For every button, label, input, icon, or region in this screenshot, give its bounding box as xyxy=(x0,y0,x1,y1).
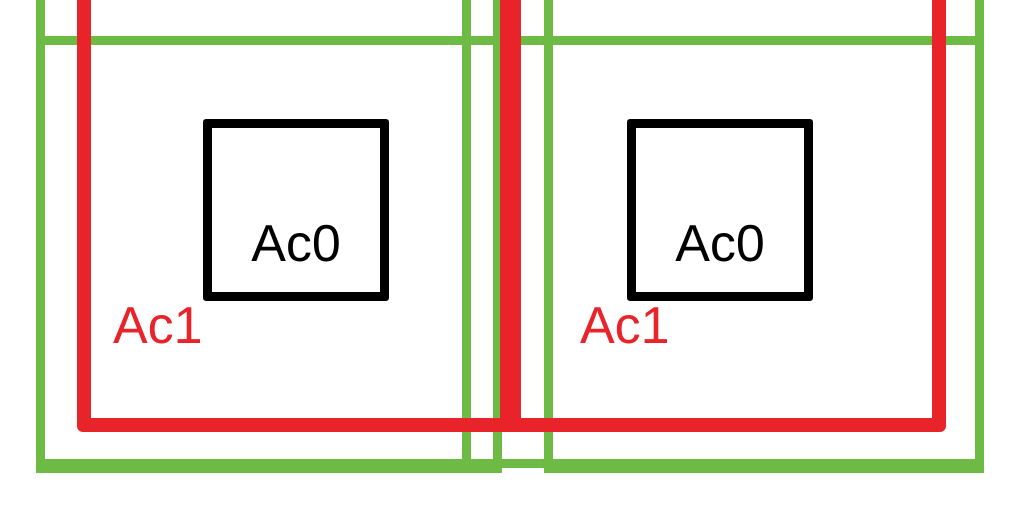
black-square-left xyxy=(203,119,389,301)
green-frame-left xyxy=(36,0,502,473)
red-frame-right xyxy=(500,0,946,432)
label-ac0-right: Ac0 xyxy=(675,215,765,273)
label-ac1-right: Ac1 xyxy=(580,297,670,355)
black-square-right xyxy=(627,119,813,301)
green-vertical-line-right-mid xyxy=(544,0,553,473)
green-vertical-line-left-mid xyxy=(462,0,471,473)
green-horizontal-line-bottom xyxy=(36,459,984,468)
label-ac0-left: Ac0 xyxy=(251,215,341,273)
label-ac1-left: Ac1 xyxy=(113,297,203,355)
